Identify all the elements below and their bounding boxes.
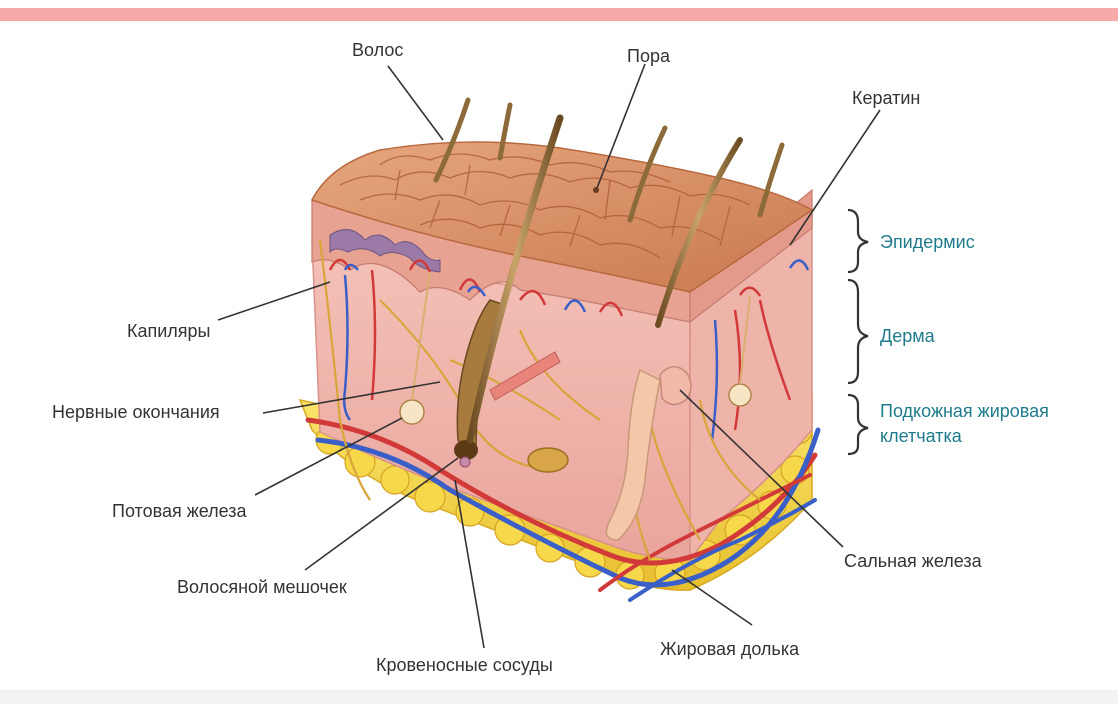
label-hair: Волос bbox=[352, 40, 403, 60]
label-nerve-endings: Нервные окончания bbox=[52, 402, 220, 422]
leader-capillaries bbox=[218, 282, 330, 320]
label-hair-follicle: Волосяной мешочек bbox=[177, 577, 347, 597]
bracket-dermis bbox=[848, 280, 868, 383]
pacinian-corpuscle bbox=[528, 448, 568, 472]
bottom-accent-bar bbox=[0, 690, 1118, 704]
label-sebaceous-gland: Сальная железа bbox=[844, 551, 983, 571]
bracket-epidermis bbox=[848, 210, 868, 272]
label-capillaries: Капиляры bbox=[127, 321, 211, 341]
skin-block bbox=[300, 100, 818, 600]
label-sweat-gland: Потовая железа bbox=[112, 501, 248, 521]
label-fat-lobule: Жировая долька bbox=[660, 639, 800, 659]
bracket-subcutaneous bbox=[848, 395, 868, 454]
label-epidermis: Эпидермис bbox=[880, 232, 975, 252]
leader-hair bbox=[388, 66, 443, 140]
label-subcutaneous-line2: клетчатка bbox=[880, 426, 963, 446]
label-blood-vessels: Кровеносные сосуды bbox=[376, 655, 553, 675]
label-pore: Пора bbox=[627, 46, 671, 66]
pore-dot bbox=[593, 187, 599, 193]
layer-brackets bbox=[848, 210, 868, 454]
sebaceous-gland-body bbox=[660, 367, 691, 405]
leader-keratin bbox=[790, 110, 880, 245]
label-keratin: Кератин bbox=[852, 88, 920, 108]
label-dermis: Дерма bbox=[880, 326, 936, 346]
label-subcutaneous-line1: Подкожная жировая bbox=[880, 401, 1049, 421]
hair-papilla bbox=[460, 457, 470, 467]
